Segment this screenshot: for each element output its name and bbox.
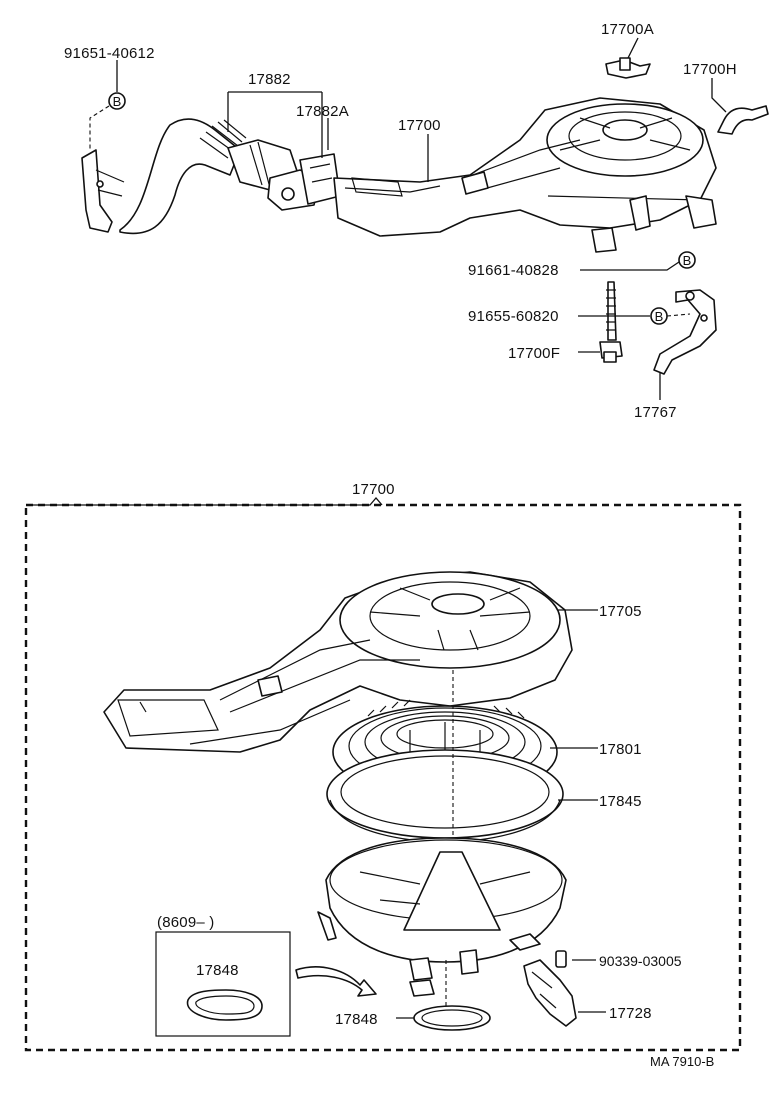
inset-part-label: 17848: [196, 962, 239, 979]
intake-hose-drawing: [119, 118, 301, 235]
pin-drawing: [555, 950, 567, 968]
reference-code: MA 7910-B: [650, 1054, 714, 1069]
gasket-upper-drawing: [326, 749, 564, 843]
label-90339-03005: 90339-03005: [599, 953, 682, 969]
label-17700f: 17700F: [508, 345, 560, 362]
label-17728: 17728: [609, 1005, 652, 1022]
left-bracket-drawing: [81, 149, 125, 233]
lower-assembly: 17700: [24, 481, 742, 1052]
label-91655-60820: 91655-60820: [468, 308, 559, 325]
hose-clamp-drawing: [267, 153, 341, 211]
bolt-marker-right-mid-text: B: [655, 309, 664, 324]
inset-box: (8609– ) 17848: [155, 914, 377, 1037]
label-91661-40828: 91661-40828: [468, 262, 559, 279]
cap-drawing: [103, 571, 573, 753]
air-cleaner-housing-upper: [333, 97, 717, 253]
assembly-boundary: [24, 503, 742, 1052]
bolt-marker-left-text: B: [113, 94, 122, 109]
small-hose-drawing: [717, 105, 769, 135]
right-bracket-drawing: [653, 289, 717, 375]
label-17700-upper: 17700: [398, 117, 441, 134]
bolt-marker-left: B: [108, 92, 126, 110]
label-17848: 17848: [335, 1011, 378, 1028]
inset-frame: [155, 931, 291, 1037]
label-17705: 17705: [599, 603, 642, 620]
label-17801: 17801: [599, 741, 642, 758]
label-17882a: 17882A: [296, 103, 349, 120]
case-lower-drawing: [317, 837, 567, 981]
gasket-lower-drawing: [409, 979, 491, 1031]
label-17767: 17767: [634, 404, 677, 421]
label-17700a: 17700A: [601, 21, 654, 38]
upper-assembly: B B B 91651-40612 17882 17882A 17700 177…: [64, 21, 769, 421]
valve-drawing: [523, 959, 577, 1027]
stud-bolt-drawing: [599, 281, 623, 363]
label-17882: 17882: [248, 71, 291, 88]
label-17845: 17845: [599, 793, 642, 810]
inset-date-range: (8609– ): [157, 914, 214, 931]
label-17700h: 17700H: [683, 61, 737, 78]
label-17700-lower: 17700: [352, 481, 395, 498]
bolt-marker-right-top-text: B: [683, 253, 692, 268]
bolt-marker-right-mid: B: [650, 307, 668, 325]
bolt-marker-right-top: B: [678, 251, 696, 269]
wing-nut-drawing: [605, 57, 651, 79]
label-91651-40612: 91651-40612: [64, 45, 155, 62]
